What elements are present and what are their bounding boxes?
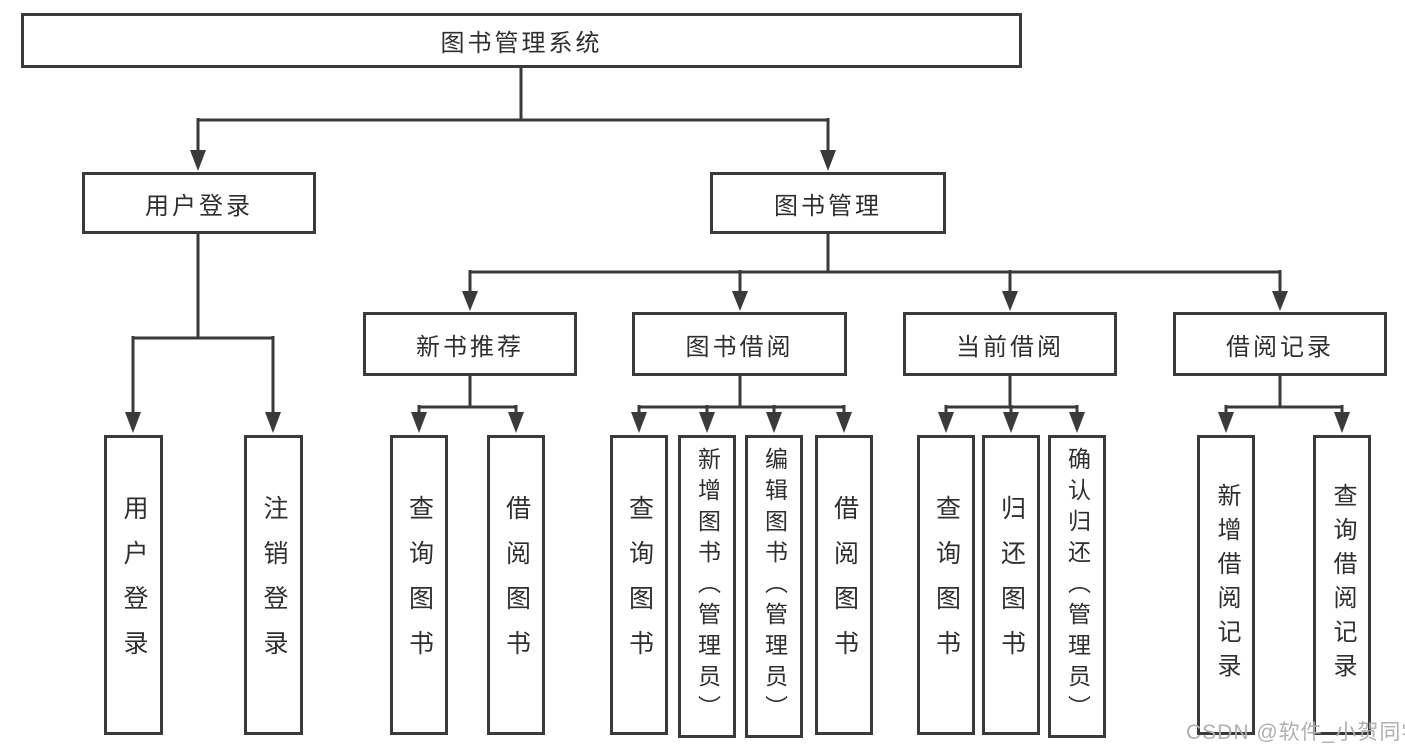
leaf-add-books-admin: 新增图书（管理员） (678, 435, 736, 738)
node-library-management-system: 图书管理系统 (21, 13, 1022, 68)
node-book-management: 图书管理 (710, 172, 946, 234)
node-label: 当前借阅 (956, 333, 1064, 361)
leaf-edit-books-admin: 编辑图书（管理员） (745, 435, 803, 738)
node-label: 查询借阅记录 (1329, 483, 1356, 687)
leaf-query-borrow-record: 查询借阅记录 (1313, 435, 1371, 735)
node-label: 用户登录 (145, 192, 253, 220)
node-label: 借阅记录 (1226, 333, 1334, 361)
node-label: 新增借阅记录 (1213, 483, 1240, 687)
node-book-borrow: 图书借阅 (632, 312, 847, 376)
csdn-watermark: CSDN @软件_小贺同学 (1186, 721, 1405, 744)
leaf-add-borrow-record: 新增借阅记录 (1197, 435, 1255, 735)
node-user-login: 用户登录 (82, 172, 316, 234)
leaf-borrow-books-recommend: 借阅图书 (487, 435, 545, 735)
leaf-user-login: 用户登录 (104, 435, 163, 735)
node-current-borrow: 当前借阅 (903, 312, 1117, 376)
node-label: 新书推荐 (416, 333, 524, 361)
node-label: 编辑图书（管理员） (761, 447, 788, 726)
node-label: 查询图书 (932, 495, 961, 675)
node-new-book-recommend: 新书推荐 (363, 312, 577, 376)
leaf-borrow-books: 借阅图书 (815, 435, 873, 735)
leaf-confirm-return-admin: 确认归还（管理员） (1048, 435, 1106, 738)
leaf-query-books-recommend: 查询图书 (390, 435, 448, 735)
leaf-logout: 注销登录 (244, 435, 303, 735)
node-label: 图书借阅 (685, 333, 794, 361)
node-label: 查询图书 (625, 495, 654, 675)
node-label: 借阅图书 (830, 495, 859, 675)
node-label: 图书管理系统 (440, 30, 603, 57)
node-label: 归还图书 (997, 495, 1026, 675)
leaf-return-books: 归还图书 (982, 435, 1040, 735)
node-label: 用户登录 (120, 495, 148, 675)
node-label: 借阅图书 (502, 495, 531, 675)
node-label: 注销登录 (260, 495, 288, 675)
node-label: 新增图书（管理员） (694, 447, 721, 726)
node-borrow-records: 借阅记录 (1173, 312, 1387, 376)
node-label: 图书管理 (774, 192, 882, 220)
leaf-query-books-borrow: 查询图书 (610, 435, 668, 735)
leaf-query-books-current: 查询图书 (917, 435, 975, 735)
node-label: 确认归还（管理员） (1064, 447, 1091, 726)
node-label: 查询图书 (405, 495, 434, 675)
